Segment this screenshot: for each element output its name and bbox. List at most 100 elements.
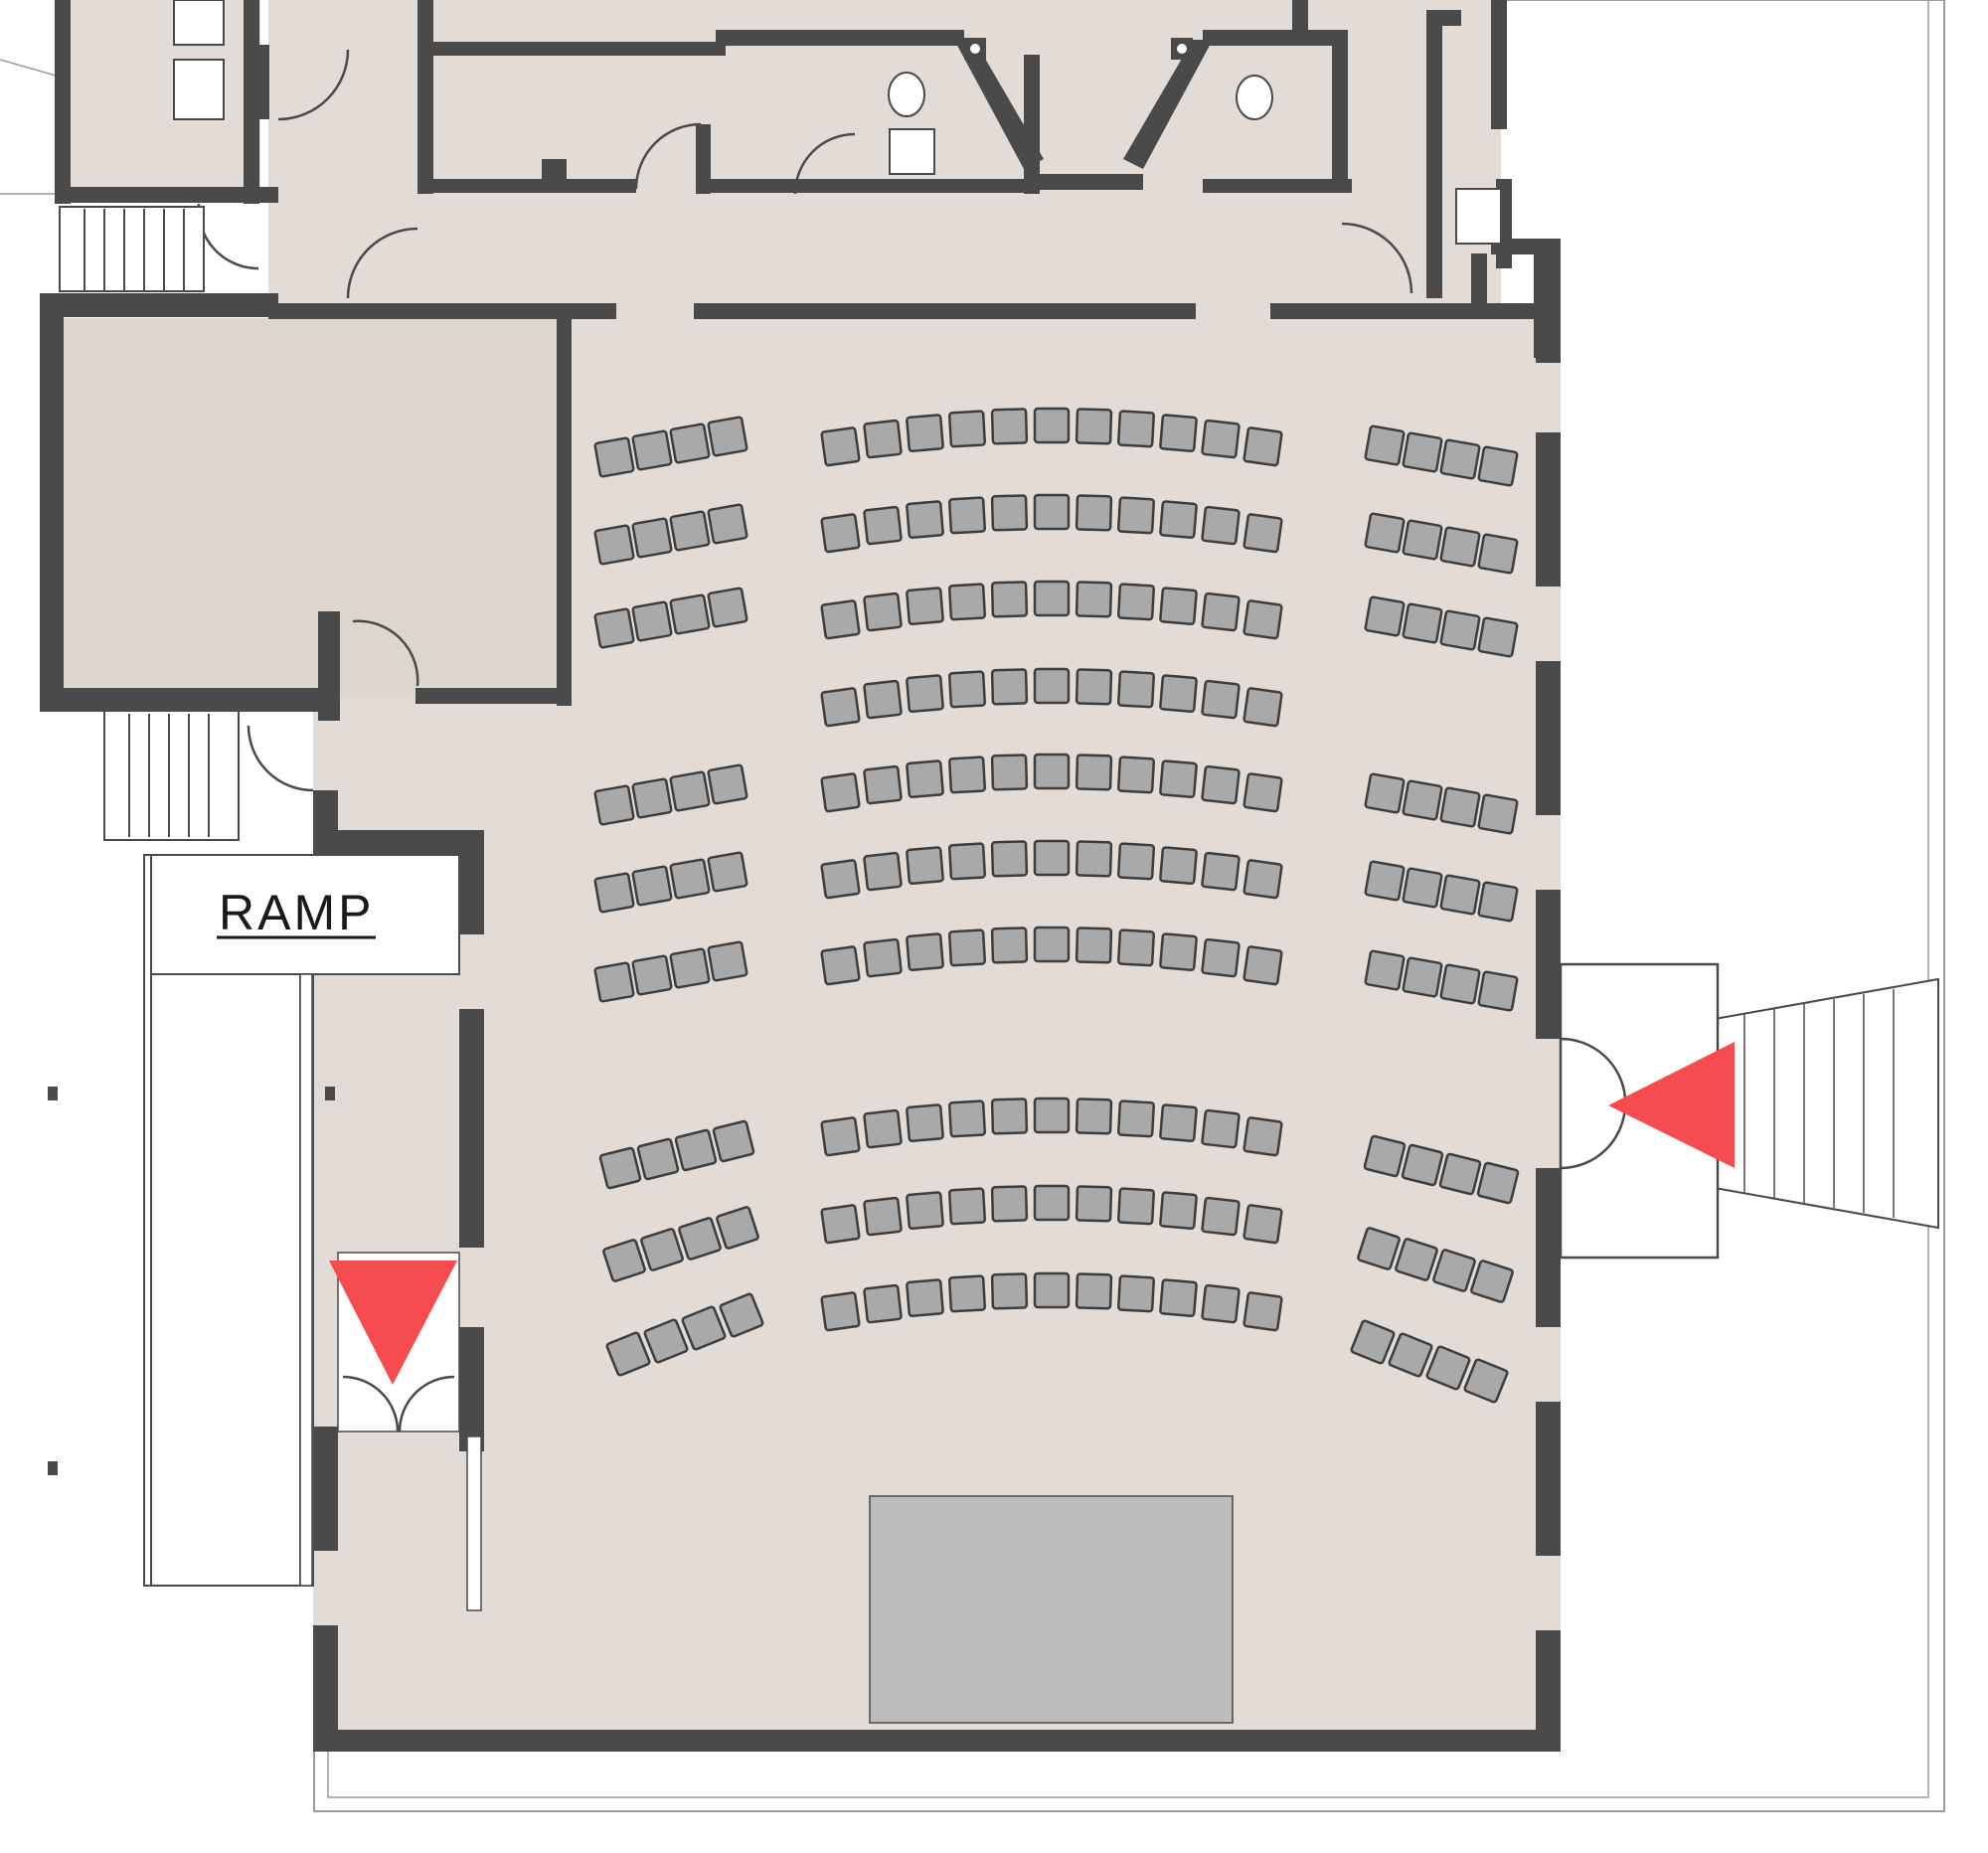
seat bbox=[1477, 970, 1519, 1012]
seat bbox=[990, 408, 1029, 445]
seat bbox=[1242, 513, 1283, 554]
seat bbox=[1242, 426, 1283, 467]
seat bbox=[1116, 670, 1156, 709]
seat bbox=[1116, 928, 1156, 967]
seat bbox=[707, 587, 748, 628]
seat bbox=[1402, 431, 1443, 473]
seat bbox=[820, 599, 861, 640]
seat bbox=[1033, 926, 1071, 963]
seat bbox=[906, 1191, 944, 1231]
seat bbox=[1432, 1249, 1476, 1292]
seat bbox=[990, 581, 1029, 618]
seat bbox=[863, 1283, 903, 1324]
seat bbox=[1364, 595, 1406, 637]
seat bbox=[674, 1128, 718, 1172]
seat bbox=[1033, 493, 1071, 531]
seat bbox=[669, 422, 711, 464]
seat bbox=[593, 961, 635, 1003]
seat bbox=[1116, 410, 1156, 448]
seat bbox=[1159, 1278, 1198, 1318]
seat bbox=[602, 1239, 646, 1282]
seat bbox=[947, 1187, 987, 1226]
seat bbox=[1201, 937, 1241, 978]
seat bbox=[906, 846, 944, 886]
seat bbox=[1242, 945, 1283, 986]
seat bbox=[1438, 1152, 1482, 1196]
seat bbox=[1476, 1161, 1520, 1205]
seat bbox=[1477, 793, 1519, 835]
entrance-arrow-icon bbox=[1608, 1042, 1735, 1168]
seat bbox=[1402, 779, 1443, 821]
seat bbox=[1439, 963, 1481, 1005]
seat bbox=[863, 764, 903, 805]
seat bbox=[820, 1204, 861, 1245]
seat bbox=[631, 865, 673, 907]
seat bbox=[1364, 860, 1406, 902]
seat bbox=[1242, 1116, 1283, 1157]
seat bbox=[906, 1278, 944, 1318]
seat bbox=[1402, 519, 1443, 561]
seat bbox=[990, 494, 1029, 532]
seat bbox=[863, 937, 903, 978]
seat bbox=[669, 770, 711, 812]
seat bbox=[636, 1137, 680, 1181]
seat bbox=[990, 668, 1029, 706]
seat bbox=[681, 1305, 727, 1351]
seat bbox=[1439, 609, 1481, 651]
seat bbox=[707, 763, 748, 805]
seat bbox=[1075, 408, 1113, 445]
seat bbox=[820, 945, 861, 986]
seat bbox=[1395, 1238, 1438, 1281]
seat bbox=[1075, 1097, 1113, 1135]
seat bbox=[1201, 591, 1241, 632]
seat bbox=[1201, 679, 1241, 720]
seat bbox=[1116, 756, 1156, 794]
seat bbox=[1075, 1272, 1113, 1310]
seat bbox=[593, 436, 635, 478]
seat bbox=[863, 1108, 903, 1149]
seat bbox=[1477, 533, 1519, 575]
seat bbox=[1425, 1345, 1471, 1391]
seat bbox=[1033, 1096, 1071, 1134]
seat bbox=[947, 1274, 987, 1313]
seat bbox=[1116, 1274, 1156, 1313]
seat bbox=[1477, 445, 1519, 487]
seat bbox=[1242, 1291, 1283, 1332]
seat bbox=[678, 1217, 722, 1261]
seat bbox=[1242, 772, 1283, 813]
seat bbox=[906, 932, 944, 972]
seat bbox=[1470, 1260, 1514, 1303]
seat bbox=[593, 524, 635, 566]
seat bbox=[1357, 1227, 1401, 1270]
seat bbox=[669, 858, 711, 900]
seat bbox=[820, 1291, 861, 1332]
seat bbox=[947, 410, 987, 448]
seat bbox=[1159, 846, 1198, 886]
stage bbox=[869, 1495, 1234, 1724]
seat bbox=[990, 754, 1029, 791]
seating-area bbox=[593, 407, 1520, 1404]
seat bbox=[593, 872, 635, 914]
seat bbox=[1242, 599, 1283, 640]
seat bbox=[820, 1116, 861, 1157]
seat bbox=[1363, 1134, 1407, 1178]
seat bbox=[906, 414, 944, 453]
seat bbox=[863, 591, 903, 632]
seat bbox=[707, 416, 748, 457]
seat bbox=[990, 1185, 1029, 1223]
seat bbox=[1364, 424, 1406, 466]
seat bbox=[1159, 759, 1198, 799]
seat bbox=[1159, 500, 1198, 540]
upper-rooms bbox=[55, 0, 1561, 792]
seat bbox=[1201, 1283, 1241, 1324]
seat bbox=[1033, 839, 1071, 877]
seat bbox=[1477, 881, 1519, 923]
seat bbox=[1159, 1103, 1198, 1143]
seat bbox=[1201, 1196, 1241, 1237]
ramp-label: RAMP bbox=[219, 885, 374, 940]
seat bbox=[1075, 494, 1113, 532]
seat bbox=[1242, 859, 1283, 900]
seat bbox=[631, 517, 673, 559]
seat bbox=[1075, 926, 1113, 964]
seat bbox=[1350, 1319, 1396, 1365]
